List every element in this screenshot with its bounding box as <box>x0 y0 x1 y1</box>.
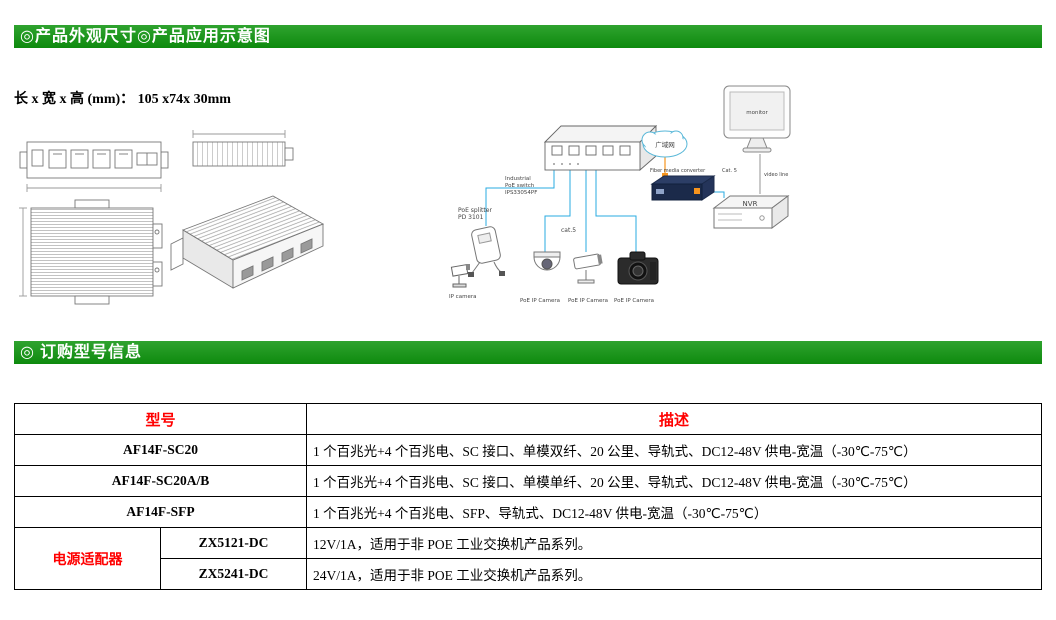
dome-camera-drawing <box>533 251 561 271</box>
bullet-camera-drawing <box>573 253 603 284</box>
monitor-drawing: monitor <box>723 85 791 153</box>
side-view-drawing <box>192 130 294 167</box>
model-cell: AF14F-SFP <box>13 496 308 528</box>
adapter-group-label: 电源适配器 <box>14 527 161 590</box>
media-converter-label: Fiber media converter <box>650 168 706 174</box>
model-cell: AF14F-SC20A/B <box>13 465 308 497</box>
model-cell: AF14F-SC20 <box>13 434 308 466</box>
dimensions-text: 长 x 宽 x 高 (mm)： 105 x74x 30mm <box>14 92 231 107</box>
table-header-row: 型号 描述 <box>13 403 1042 435</box>
poe-switch-drawing <box>543 124 658 171</box>
video-line-label: video line <box>764 172 788 178</box>
front-view-drawing <box>19 141 169 192</box>
poe-camera-label-1: PoE IP Camera <box>520 298 560 304</box>
cat5-cameras-label: cat.5 <box>561 227 576 234</box>
nvr-label: NVR <box>743 200 758 208</box>
column-header-desc: 描述 <box>306 403 1042 435</box>
section-header-appearance: ◎产品外观尺寸◎产品应用示意图 <box>14 25 1042 48</box>
dslr-camera-drawing <box>617 251 659 285</box>
model-cell: ZX5241-DC <box>159 558 308 590</box>
cat5-uplink-label: Cat. 5 <box>722 168 737 174</box>
nvr-drawing: NVR <box>712 195 790 229</box>
perspective-view-drawing <box>170 195 325 289</box>
table-row: 电源适配器 ZX5121-DC 12V/1A，适用于非 POE 工业交换机产品系… <box>14 527 1042 590</box>
switch-label-line2: PoE switch <box>505 183 535 189</box>
table-row: ZX5241-DC 24V/1A，适用于非 POE 工业交换机产品系列。 <box>15 558 1042 590</box>
media-converter-drawing <box>650 175 716 201</box>
switch-label-line3: IPS33054PF <box>505 190 537 196</box>
cat5-camera-lines <box>485 170 637 252</box>
desc-cell: 12V/1A，适用于非 POE 工业交换机产品系列。 <box>306 527 1042 559</box>
wan-cloud-label: 广域网 <box>655 140 675 149</box>
table-row: AF14F-SFP 1 个百兆光+4 个百兆电、SFP、导轨式、DC12-48V… <box>13 496 1042 528</box>
product-dimension-drawings <box>19 130 325 305</box>
model-cell: ZX5121-DC <box>159 527 308 559</box>
splitter-label-line2: PD 3101 <box>458 214 484 221</box>
section-title-ordering: ◎ 订购型号信息 <box>20 344 142 361</box>
top-view-drawing <box>19 199 163 305</box>
ip-camera-drawing <box>450 264 470 288</box>
section-header-ordering: ◎ 订购型号信息 <box>14 341 1042 364</box>
wan-cloud-icon: 广域网 <box>641 130 688 158</box>
ordering-table: 型号 描述 AF14F-SC20 1 个百兆光+4 个百兆电、SC 接口、单模双… <box>13 403 1042 590</box>
poe-splitter-drawing <box>468 226 505 277</box>
switch-label-line1: Industrial <box>505 176 531 182</box>
desc-cell: 1 个百兆光+4 个百兆电、SFP、导轨式、DC12-48V 供电-宽温（-30… <box>306 496 1042 528</box>
application-diagram: 广域网 Fiber media converter monitor <box>449 85 791 304</box>
table-row: AF14F-SC20 1 个百兆光+4 个百兆电、SC 接口、单模双纤、20 公… <box>13 434 1042 466</box>
monitor-label: monitor <box>746 110 768 116</box>
desc-cell: 1 个百兆光+4 个百兆电、SC 接口、单模双纤、20 公里、导轨式、DC12-… <box>306 434 1042 466</box>
poe-camera-label-2: PoE IP Camera <box>568 298 608 304</box>
column-header-model: 型号 <box>13 403 308 435</box>
section-title-appearance: ◎产品外观尺寸◎产品应用示意图 <box>20 28 271 45</box>
desc-cell: 24V/1A，适用于非 POE 工业交换机产品系列。 <box>306 558 1042 590</box>
table-row: AF14F-SC20A/B 1 个百兆光+4 个百兆电、SC 接口、单模单纤、2… <box>13 465 1042 497</box>
desc-cell: 1 个百兆光+4 个百兆电、SC 接口、单模单纤、20 公里、导轨式、DC12-… <box>306 465 1042 497</box>
ip-camera-label: IP camera <box>449 294 476 300</box>
poe-camera-label-3: PoE IP Camera <box>614 298 654 304</box>
splitter-label-line1: PoE splitter <box>458 207 492 214</box>
